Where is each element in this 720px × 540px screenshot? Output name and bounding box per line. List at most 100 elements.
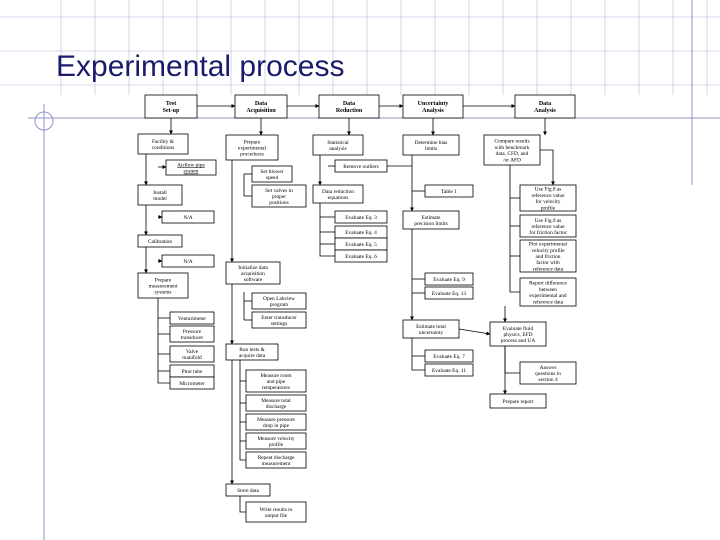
- calibration-box: Calibration: [137, 234, 183, 248]
- measure-discharge-box-text: Measure total: [261, 398, 291, 404]
- fig8-box-box: [519, 184, 577, 212]
- measure-room-box-text: temperatures: [262, 385, 290, 391]
- measure-room-box-text: and pipe: [267, 379, 286, 385]
- evaluate-fluid-box-box: [489, 321, 547, 347]
- airflow-pipe-box-text: system: [184, 169, 200, 175]
- bias-limits-box-text: Determine bias: [415, 140, 448, 146]
- compare-results-box-text: data, CFD, and: [496, 151, 529, 157]
- open-labview-box-text: Open Labview: [263, 296, 295, 302]
- prepare-measurement-box-text: Prepare: [155, 277, 172, 283]
- write-results-box-text: output file: [265, 512, 288, 519]
- evaluate-fluid-box-text: Evaluate fluid: [503, 325, 534, 332]
- venturimeter-box-text: Venturimeter: [178, 316, 206, 322]
- estimate-total-box-text: Estimate total: [416, 324, 446, 330]
- na-box-1-text: N/A: [183, 215, 192, 221]
- fig9-box-text: for friction factor: [529, 229, 567, 236]
- flow-connector: [239, 360, 246, 461]
- open-labview-box-text: program: [270, 302, 289, 308]
- prepare-procedures-box-text: Prepare: [244, 139, 261, 145]
- install-model-box-text: model: [153, 196, 167, 202]
- micrometer-box: Micrometer: [169, 376, 215, 390]
- header-test-setup-text: Test: [166, 101, 176, 107]
- install-model-box-box: [137, 184, 183, 206]
- prepare-report-box: Prepare report: [489, 393, 547, 409]
- precision-limits-box-box: [402, 210, 460, 230]
- header-data-reduction-text: Reduction: [336, 108, 363, 114]
- data-reduction-eqs-box-box: [312, 184, 364, 204]
- repeat-discharge-box-text: Repeat discharge: [258, 455, 295, 461]
- answer-questions-box-text: section 4: [538, 377, 558, 383]
- prepare-procedures-box-text: procedures: [240, 152, 264, 158]
- remove-outliers-box: Remove outliers: [334, 159, 388, 173]
- valve-manifold-box-text: manifold: [182, 354, 202, 361]
- store-data-box-text: Store data: [237, 488, 259, 494]
- statistical-analysis-box-text: Statistical: [327, 140, 349, 146]
- eq7-box-text: Evaluate Eq. 7: [433, 354, 465, 360]
- eq4-box-text: Evaluate Eq. 4: [345, 230, 377, 236]
- pitot-tube-box-text: Pitot tube: [182, 369, 203, 375]
- initialize-acquisition-box-box: [225, 261, 281, 285]
- fig9-box-text: reference value: [531, 223, 565, 230]
- flow-connector: [157, 298, 170, 384]
- evaluate-fluid-box-text: process and UA: [501, 338, 536, 344]
- evaluate-fluid-box-text: physics, EFD: [503, 332, 532, 338]
- estimate-total-box-text: uncertainty: [419, 330, 444, 336]
- prepare-measurement-box-text: systems: [154, 290, 171, 296]
- facility-conditions-box-box: [137, 133, 189, 155]
- na-box-2: N/A: [161, 254, 215, 268]
- flow-connector: [411, 338, 425, 371]
- compare-results-box-text: with benchmark: [495, 145, 530, 151]
- na-box-2-text: N/A: [183, 259, 192, 265]
- header-test-setup-text: Set-up: [163, 108, 180, 114]
- plot-profile-box-text: Plot experimental: [529, 242, 568, 248]
- eq4-box: Evaluate Eq. 4: [334, 225, 388, 239]
- remove-outliers-box-text: Remove outliers: [343, 164, 378, 170]
- pitot-tube-box: Pitot tube: [169, 364, 215, 378]
- measure-discharge-box-text: discharge: [266, 404, 287, 410]
- header-data-analysis-text: Data: [539, 101, 551, 107]
- statistical-analysis-box-text: analysis: [329, 146, 346, 152]
- eq9-box-text: Evaluate Eq. 9: [433, 277, 465, 283]
- header-data-reduction-text: Data: [343, 101, 355, 107]
- na-box-1: N/A: [161, 210, 215, 224]
- report-difference-box-text: experimental and: [529, 293, 567, 299]
- report-difference-box-text: between: [539, 287, 557, 293]
- measure-room-box-text: Measure room: [260, 373, 292, 379]
- fig9-box-text: Use Fig.9 as: [535, 218, 562, 224]
- flow-connector: [504, 346, 520, 374]
- run-tests-box-text: acquire data: [239, 353, 266, 359]
- plot-profile-box-text: velocity profile: [531, 247, 565, 254]
- table1-box-text: Table 1: [441, 189, 457, 195]
- facility-conditions-box-text: conditions: [152, 145, 174, 151]
- store-data-box: Store data: [225, 483, 271, 497]
- prepare-procedures-box-text: experimental: [238, 146, 267, 152]
- eq9-box: Evaluate Eq. 9: [424, 272, 474, 286]
- measure-pressure-box-text: drop in pipe: [263, 423, 290, 429]
- install-model-box-text: Install: [153, 190, 167, 196]
- plot-profile-box-text: and friction: [536, 253, 561, 260]
- table1-box: Table 1: [424, 184, 474, 198]
- prepare-report-box-text: Prepare report: [503, 399, 534, 405]
- set-valves-box-text: Set valves in: [265, 188, 293, 194]
- header-uncertainty-analysis-text: Analysis: [422, 108, 444, 114]
- header-data-acquisition-text: Data: [255, 101, 267, 107]
- initialize-acquisition-box-text: software: [244, 276, 263, 283]
